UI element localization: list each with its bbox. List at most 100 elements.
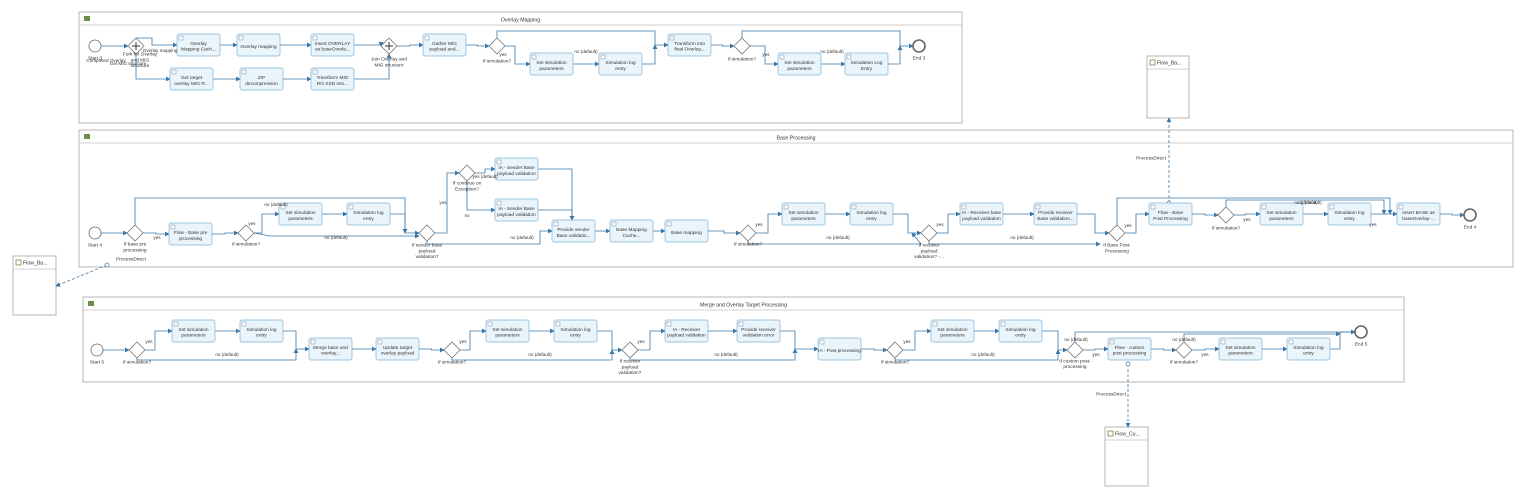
sequence-flow[interactable] — [212, 230, 239, 236]
event-m_end[interactable]: End 5 — [1354, 325, 1368, 347]
sequence-flow[interactable] — [145, 328, 173, 351]
sequence-flow[interactable] — [496, 30, 669, 48]
sequence-flow[interactable] — [937, 211, 961, 234]
sequence-flow[interactable] — [397, 42, 424, 48]
sequence-flow[interactable] — [1151, 347, 1177, 353]
sequence-flow[interactable] — [629, 348, 798, 361]
task-b_t16[interactable]: Insert BASE asbaseOverlay-... — [1396, 202, 1441, 226]
sequence-flow[interactable] — [143, 231, 170, 237]
sequence-flow[interactable] — [283, 330, 310, 352]
event-o_start[interactable]: Start 3 — [88, 39, 102, 61]
sequence-flow[interactable] — [538, 168, 575, 221]
sequence-flow[interactable] — [426, 228, 553, 245]
sequence-flow[interactable] — [642, 44, 658, 65]
sequence-flow[interactable] — [253, 232, 420, 239]
sequence-flow[interactable] — [756, 211, 783, 234]
sequence-flow[interactable] — [135, 54, 171, 82]
sequence-flow[interactable] — [1234, 211, 1261, 217]
sequence-flow[interactable] — [451, 349, 615, 361]
external-pool-ext_base_post[interactable]: Flow_Ba... — [1146, 55, 1190, 119]
sequence-flow[interactable] — [1125, 211, 1150, 234]
event-o_end[interactable]: End 3 — [912, 39, 926, 61]
sequence-flow[interactable] — [894, 349, 1061, 361]
sequence-flow[interactable] — [136, 348, 299, 361]
sequence-flow[interactable] — [538, 209, 575, 221]
gateway-m_g4[interactable]: If simulation? — [881, 341, 910, 365]
gateway-b_g8[interactable]: If simulation? — [1212, 206, 1241, 231]
sequence-flow[interactable] — [888, 45, 903, 65]
sequence-flow[interactable] — [1116, 197, 1393, 225]
sequence-flow[interactable] — [861, 347, 888, 353]
task-b_t8[interactable]: Base mapping — [664, 219, 709, 243]
sequence-flow[interactable] — [136, 37, 178, 48]
sequence-flow[interactable] — [1074, 329, 1356, 342]
task-m_t3[interactable]: Merge base andoverlay... — [308, 337, 353, 361]
sequence-flow[interactable] — [903, 328, 932, 351]
sequence-flow[interactable] — [711, 43, 735, 49]
sequence-flow[interactable] — [1042, 330, 1068, 353]
event-m_start[interactable]: Start 5 — [90, 343, 104, 365]
gateway-b_g5[interactable]: If simulation? — [734, 224, 763, 247]
sequence-flow[interactable] — [475, 166, 496, 174]
sequence-flow[interactable] — [1192, 212, 1219, 218]
task-m_t9[interactable]: IA - Post processing — [817, 337, 862, 361]
sequence-flow[interactable] — [466, 181, 496, 213]
gateway-b_g2[interactable]: If simulation? — [232, 224, 261, 247]
sequence-flow[interactable] — [638, 328, 666, 351]
sequence-flow[interactable] — [1192, 346, 1220, 352]
sequence-flow[interactable] — [460, 328, 487, 351]
sequence-flow[interactable] — [708, 230, 741, 236]
gateway-o_g3[interactable]: If simulation? — [483, 37, 512, 64]
external-pool-ext_custom[interactable]: Flow_Cu... — [1104, 426, 1149, 487]
event-b_end[interactable]: End 4 — [1463, 208, 1477, 230]
sequence-flow[interactable] — [780, 330, 819, 352]
sequence-flow[interactable] — [747, 232, 922, 245]
task-o_t2[interactable]: Overlay mapping — [236, 33, 281, 57]
sequence-flow[interactable] — [1183, 331, 1341, 342]
gateway-m_g6[interactable]: If simulation? — [1170, 341, 1199, 365]
task-b_t7[interactable]: Base MappingCache... — [609, 219, 654, 243]
gateway-b_g7[interactable]: If Base Post-Processing — [1103, 224, 1131, 254]
sequence-flow[interactable] — [435, 170, 460, 234]
event-b_start[interactable]: Start 4 — [88, 226, 102, 248]
sequence-flow[interactable] — [254, 211, 280, 234]
gateway-o_g4[interactable]: If simulation? — [728, 37, 757, 62]
sequence-flow[interactable] — [505, 45, 531, 67]
sequence-flow[interactable] — [1077, 213, 1110, 236]
